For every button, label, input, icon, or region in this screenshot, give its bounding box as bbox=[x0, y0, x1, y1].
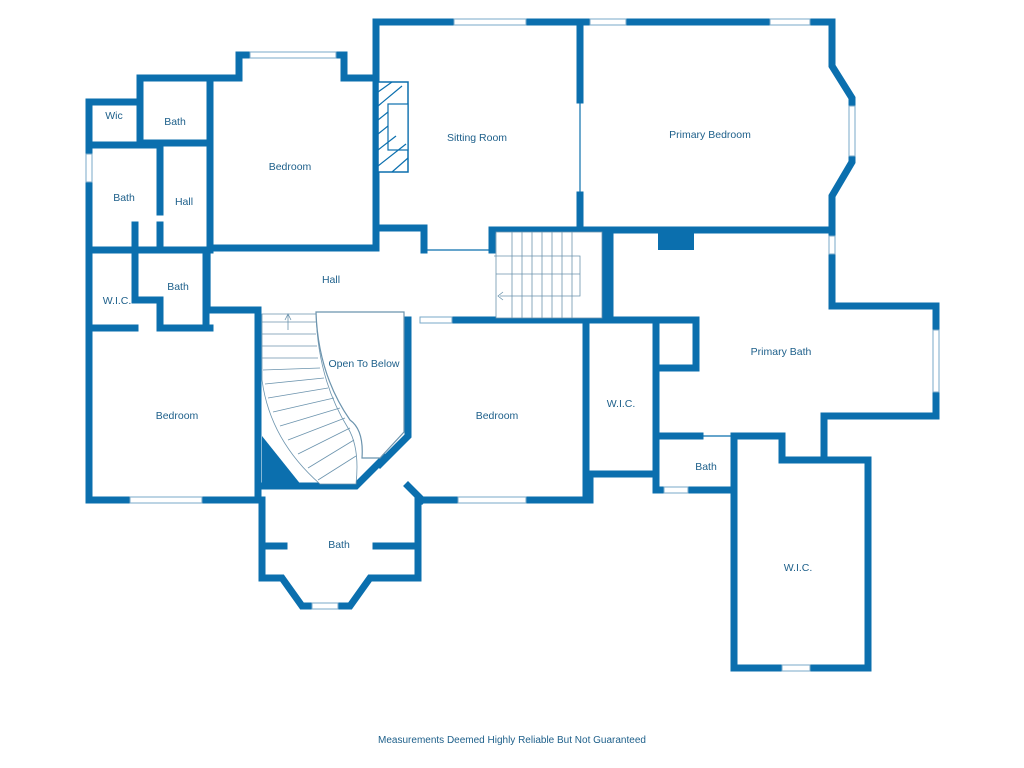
fireplace bbox=[377, 81, 409, 173]
label-primary-bath: Primary Bath bbox=[751, 346, 812, 358]
label-bath-top: Bath bbox=[164, 116, 186, 128]
label-sitting-room: Sitting Room bbox=[447, 132, 507, 144]
disclaimer-text: Measurements Deemed Highly Reliable But … bbox=[378, 735, 646, 746]
label-bath-right-small: Bath bbox=[695, 461, 717, 473]
label-bedroom-left: Bedroom bbox=[156, 410, 199, 422]
label-hall-small: Hall bbox=[175, 196, 193, 208]
label-bath-bottom: Bath bbox=[328, 539, 350, 551]
label-bath-left: Bath bbox=[113, 192, 135, 204]
label-bath-mid-left: Bath bbox=[167, 281, 189, 293]
label-wic-center: W.I.C. bbox=[607, 398, 636, 410]
straight-stair bbox=[494, 231, 603, 319]
label-bedroom-center: Bedroom bbox=[476, 410, 519, 422]
label-hall-main: Hall bbox=[322, 274, 340, 286]
label-open-to-below: Open To Below bbox=[328, 358, 399, 370]
windows bbox=[85, 18, 940, 672]
room-labels: Wic Bath Bedroom Sitting Room Primary Be… bbox=[103, 110, 813, 574]
label-bedroom-top: Bedroom bbox=[269, 161, 312, 173]
label-wic-small: Wic bbox=[105, 110, 123, 122]
label-primary-bedroom: Primary Bedroom bbox=[669, 129, 751, 141]
label-wic-left: W.I.C. bbox=[103, 295, 132, 307]
curved-stair bbox=[261, 311, 405, 486]
label-wic-right: W.I.C. bbox=[784, 562, 813, 574]
door-lines bbox=[209, 100, 734, 437]
